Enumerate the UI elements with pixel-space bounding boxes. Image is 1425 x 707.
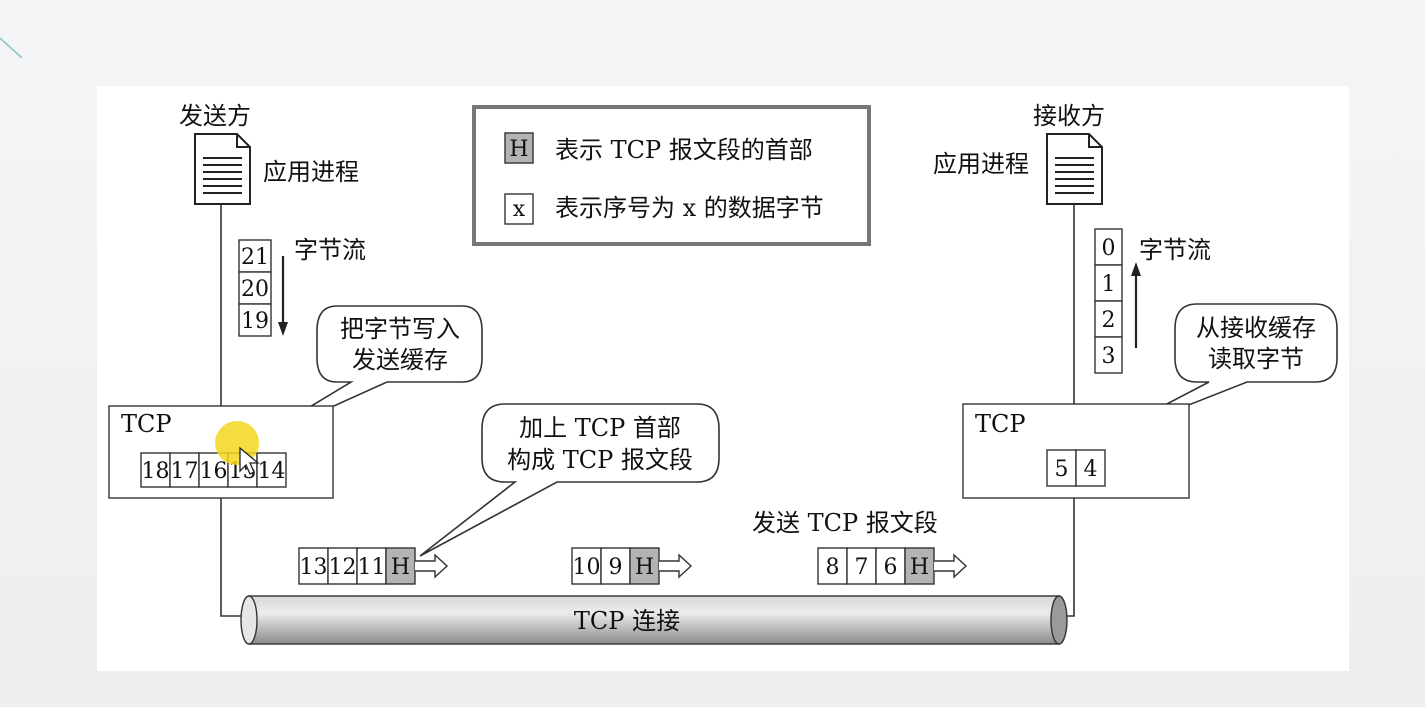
sender-buffer-byte: 14 bbox=[258, 459, 286, 484]
receiver-app-label: 应用进程 bbox=[933, 150, 1029, 178]
segment-arrow-icon bbox=[415, 553, 449, 579]
tcp-segment: 13 12 11 H bbox=[298, 547, 449, 585]
sender-stream-byte: 21 bbox=[241, 245, 269, 270]
up-arrow-icon bbox=[1131, 262, 1141, 348]
decorative-corner-line bbox=[0, 37, 23, 59]
sender-buffer-byte: 18 bbox=[142, 459, 170, 484]
legend-byte-symbol: x bbox=[513, 197, 526, 222]
callout-read-buffer: 从接收缓存 读取字节 bbox=[1091, 303, 1338, 444]
segment-arrow-icon bbox=[934, 553, 968, 579]
legend-header-text: 表示 TCP 报文段的首部 bbox=[555, 136, 813, 164]
receiver-stream-byte: 2 bbox=[1102, 308, 1116, 333]
legend-header-symbol: H bbox=[509, 137, 528, 162]
segment-byte: 12 bbox=[329, 555, 357, 580]
sender-app-label: 应用进程 bbox=[263, 158, 359, 186]
segment-byte: 13 bbox=[300, 555, 328, 580]
sender-connection-line bbox=[220, 498, 247, 617]
segment-header: H bbox=[391, 555, 410, 580]
tcp-connection-pipe: TCP 连接 bbox=[240, 595, 1068, 645]
sender-send-buffer: 18 17 16 15 14 bbox=[140, 452, 287, 488]
callout-write-line: 把字节写入 bbox=[340, 315, 460, 343]
receiver-tcp-label: TCP bbox=[975, 410, 1026, 438]
receiver-buffer-byte: 4 bbox=[1084, 457, 1098, 482]
tcp-segment: 8 7 6 H bbox=[817, 547, 968, 585]
mouse-cursor-icon bbox=[215, 421, 260, 475]
receiver-document-icon bbox=[1046, 133, 1103, 205]
tcp-segment: 10 9 H bbox=[571, 547, 693, 585]
segment-header: H bbox=[635, 555, 654, 580]
segment-arrow-icon bbox=[659, 553, 693, 579]
down-arrow-icon bbox=[278, 256, 288, 336]
callout-add-header: 加上 TCP 首部 构成 TCP 报文段 bbox=[419, 403, 720, 557]
segment-byte: 9 bbox=[609, 555, 623, 580]
legend-box: H 表示 TCP 报文段的首部 x 表示序号为 x 的数据字节 bbox=[472, 105, 871, 246]
sender-buffer-byte: 16 bbox=[200, 459, 228, 484]
callout-write-line: 发送缓存 bbox=[352, 346, 448, 374]
segment-byte: 10 bbox=[573, 555, 601, 580]
receiver-buffer-byte: 5 bbox=[1055, 457, 1069, 482]
receiver-stream-byte: 3 bbox=[1102, 344, 1116, 369]
receiver-buffer: 5 4 bbox=[1046, 449, 1106, 487]
sender-stream-byte: 19 bbox=[241, 309, 269, 334]
tcp-byte-stream-diagram: 发送方 应用进程 21 20 19 字节流 把字节写入 发送缓存 TCP bbox=[97, 86, 1349, 671]
sender-buffer-byte: 17 bbox=[171, 459, 199, 484]
receiver-stream-byte: 1 bbox=[1102, 272, 1116, 297]
sender-document-icon bbox=[194, 133, 251, 205]
connection-label: TCP 连接 bbox=[574, 607, 680, 635]
segment-byte: 6 bbox=[884, 555, 898, 580]
segment-byte: 7 bbox=[855, 555, 869, 580]
receiver-title: 接收方 bbox=[1033, 102, 1105, 130]
callout-add-header-line: 构成 TCP 报文段 bbox=[507, 446, 693, 474]
callout-add-header-line: 加上 TCP 首部 bbox=[519, 414, 681, 442]
callout-read-line: 读取字节 bbox=[1208, 345, 1304, 373]
legend-byte-text: 表示序号为 x 的数据字节 bbox=[555, 194, 824, 222]
sender-stream-label: 字节流 bbox=[294, 236, 366, 264]
receiver-stream: 0 1 2 3 bbox=[1094, 228, 1123, 374]
sender-stream-byte: 20 bbox=[241, 277, 269, 302]
receiver-stream-label: 字节流 bbox=[1139, 236, 1211, 264]
callout-read-line: 从接收缓存 bbox=[1196, 314, 1316, 342]
receiver-stream-byte: 0 bbox=[1102, 236, 1116, 261]
sender-tcp-label: TCP bbox=[121, 410, 172, 438]
send-segment-label: 发送 TCP 报文段 bbox=[752, 509, 938, 537]
sender-stream: 21 20 19 bbox=[238, 239, 272, 337]
diagram-canvas: 发送方 应用进程 21 20 19 字节流 把字节写入 发送缓存 TCP bbox=[108, 102, 1338, 645]
segment-byte: 11 bbox=[358, 555, 386, 580]
segment-header: H bbox=[910, 555, 929, 580]
segment-byte: 8 bbox=[826, 555, 840, 580]
sender-title: 发送方 bbox=[179, 102, 251, 130]
